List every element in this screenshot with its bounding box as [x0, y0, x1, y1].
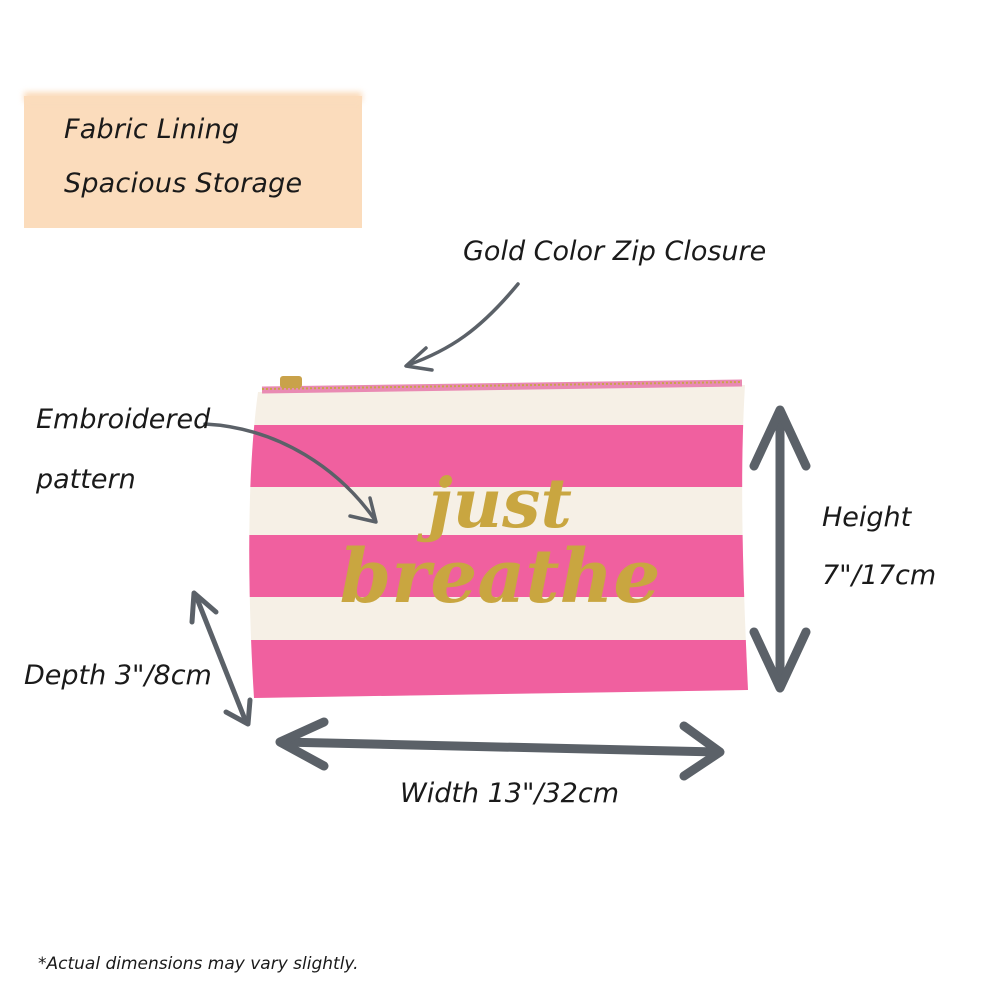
zip-callout-arrow-icon	[404, 282, 520, 372]
width-label: Width 13"/32cm	[400, 778, 619, 809]
pink-stripe-2	[249, 535, 748, 597]
feature-fabric-lining: Fabric Lining	[64, 114, 240, 145]
pink-stripe-1	[249, 425, 748, 487]
depth-arrow-icon	[189, 590, 253, 727]
height-value: 7"/17cm	[822, 560, 937, 591]
embroidered-label-line1: Embroidered	[36, 404, 211, 435]
embroidery-word-just: just	[416, 464, 572, 544]
pink-stripe-3	[249, 640, 748, 698]
depth-label: Depth 3"/8cm	[24, 660, 212, 691]
height-arrow-icon	[749, 405, 811, 693]
width-arrow-icon	[275, 717, 725, 781]
feature-spacious-storage: Spacious Storage	[64, 168, 303, 199]
zip-closure-label: Gold Color Zip Closure	[463, 236, 767, 267]
height-label: Height	[822, 502, 912, 533]
features-panel: Fabric Lining Spacious Storage	[24, 96, 362, 228]
embroidery-callout-arrow-icon	[203, 422, 378, 524]
embroidered-label-line2: pattern	[36, 464, 136, 495]
embroidery-word-breathe: breathe	[340, 534, 661, 620]
cosmetic-pouch: just breathe	[249, 376, 748, 698]
zip-teeth	[261, 381, 743, 390]
disclaimer-note: *Actual dimensions may vary slightly.	[38, 954, 359, 974]
zip-pull-icon	[280, 376, 302, 388]
